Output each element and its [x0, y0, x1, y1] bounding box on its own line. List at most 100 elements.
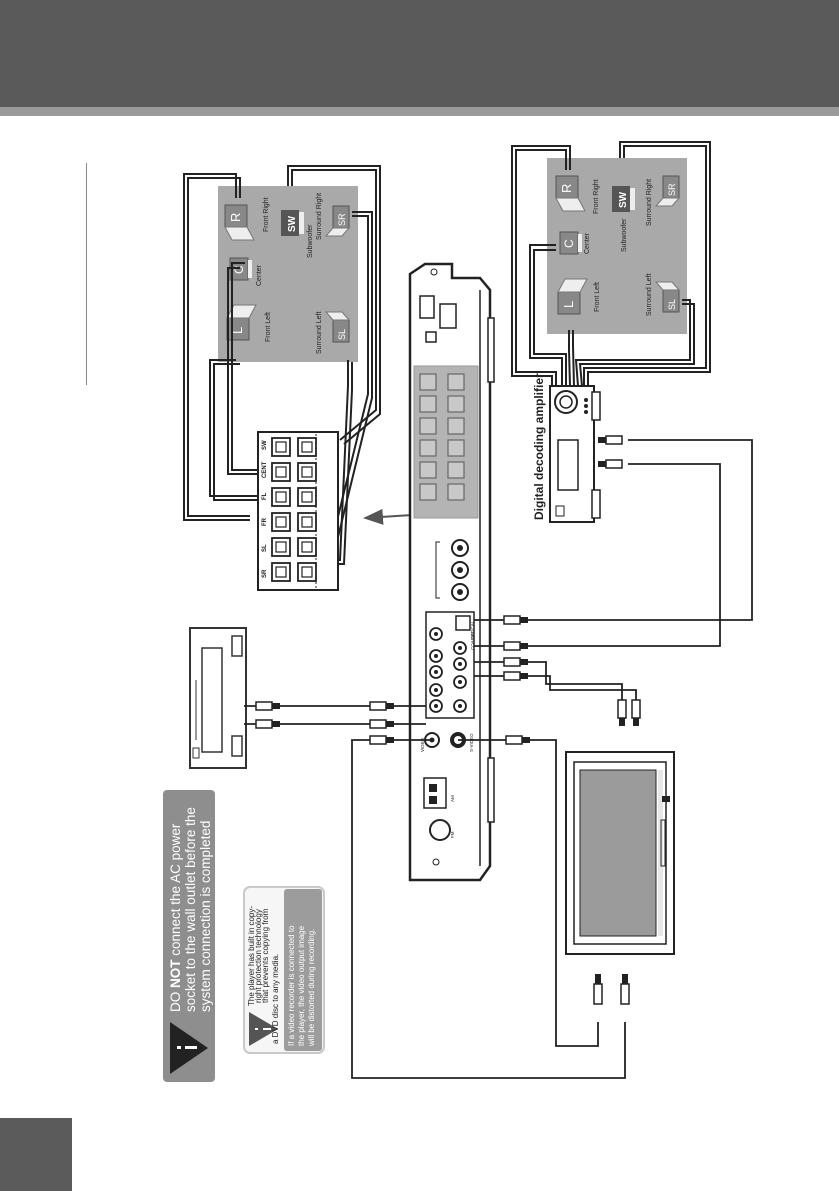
rca-plug	[617, 699, 627, 719]
svg-text:Subwoofer: Subwoofer	[621, 218, 628, 252]
rca-plug	[605, 435, 623, 445]
rca-jack-pin	[458, 646, 462, 650]
speaker-terminal-inner	[301, 441, 313, 453]
optical-label: OPTICAL	[470, 620, 475, 640]
rca-plug-tip	[272, 721, 280, 727]
svg-text:Front Left: Front Left	[594, 282, 601, 312]
rca-plug-tip	[633, 718, 639, 726]
player-speaker-terminal	[447, 417, 465, 435]
player-speaker-terminal	[419, 395, 437, 413]
fm-label: FM	[450, 831, 455, 838]
svg-text:C: C	[562, 239, 576, 248]
rca-jack-pin	[458, 662, 462, 666]
rca-plug	[503, 615, 521, 625]
rca-plug	[631, 699, 641, 719]
page-number-tab	[0, 1118, 72, 1191]
note-highlight-1: If a video recorder is connected to	[287, 925, 296, 1046]
code-sw: SW	[287, 215, 298, 232]
speaker-terminal-block: SW CENT FL FR SL SR	[257, 431, 339, 591]
rca-jack-pin	[434, 670, 438, 674]
rca-plug	[369, 735, 387, 745]
player-speaker-terminal	[447, 439, 465, 457]
rca-plug-tip	[520, 659, 528, 665]
speaker-layout-right: R Front Right C Center L Front Left SW S…	[547, 158, 687, 334]
rca-plug-tip	[386, 721, 394, 727]
svg-text:Front Right: Front Right	[593, 179, 600, 214]
label-front-left: Front Left	[265, 312, 272, 342]
rca-plug-tip	[386, 703, 394, 709]
code-sr: SR	[337, 213, 347, 226]
terminal-label-fr: FR	[262, 517, 268, 526]
player-speaker-terminal	[447, 483, 465, 501]
surround-left-speaker-r: SL Surround Left	[646, 274, 681, 316]
rca-jack-pin	[458, 704, 462, 708]
rca-plug	[505, 735, 523, 745]
player-speaker-terminal	[419, 417, 437, 435]
rca-plug	[503, 671, 521, 681]
rca-plug	[620, 983, 630, 1005]
caution-icon	[249, 1012, 278, 1046]
warning-line-1: DO NOT connect the AC power	[168, 823, 183, 1012]
speaker-terminal-inner	[301, 566, 313, 578]
am-label: AM	[450, 795, 455, 802]
label-center: Center	[256, 264, 263, 286]
note-highlight-2: the player, the video output image	[297, 925, 306, 1046]
terminal-label-cent: CENT	[262, 461, 268, 478]
player-speaker-terminal	[419, 439, 437, 457]
terminal-label-sl: SL	[262, 544, 268, 552]
player-speaker-terminal	[447, 395, 465, 413]
rca-plug-tip	[619, 718, 625, 726]
warning-box: DO NOT connect the AC power socket to th…	[163, 790, 215, 1082]
svg-text:R: R	[559, 184, 574, 193]
margin-rule	[86, 163, 87, 385]
amplifier-label: Digital decoding amplifier	[532, 373, 546, 520]
terminal-label-sr: SR	[262, 569, 268, 578]
front-left-speaker-r: L Front Left	[557, 278, 601, 315]
speaker-terminal-inner	[275, 466, 287, 478]
video-recorder	[189, 627, 247, 769]
rca-jack-pin	[458, 680, 462, 684]
rca-plug	[605, 459, 623, 469]
surround-right-speaker: SR Surround Right	[316, 193, 351, 240]
video-label: VIDEO	[420, 737, 425, 752]
rca-jack-pin	[434, 632, 438, 636]
speaker-terminal-inner	[301, 516, 313, 528]
speaker-terminal-inner	[301, 541, 313, 553]
label-surround-right: Surround Right	[316, 193, 323, 240]
rca-plug-tip	[522, 737, 530, 743]
rca-jack-pin	[434, 688, 438, 692]
svg-text:Center: Center	[584, 232, 591, 254]
rca-plug	[255, 719, 273, 729]
am-antenna-terminal	[423, 777, 447, 809]
front-right-speaker: R Front Right	[224, 197, 270, 241]
rca-plug-tip	[386, 737, 394, 743]
surround-right-speaker-r: SR Surround Right	[646, 175, 681, 226]
code-fl: L	[230, 327, 245, 334]
subwoofer-speaker: SW Subwoofer	[281, 210, 314, 258]
label-surround-left: Surround Left	[316, 312, 323, 354]
speaker-terminal-inner	[275, 441, 287, 453]
note-line-3: that prevents copying from	[261, 908, 270, 1003]
player-speaker-terminal	[447, 461, 465, 479]
warning-line-2: socket to the wall outlet before the	[183, 807, 198, 1012]
speaker-wires-right	[511, 141, 711, 387]
terminal-label-sw: SW	[262, 440, 268, 450]
svg-text:SW: SW	[618, 191, 629, 208]
rca-jack-pin	[434, 654, 438, 658]
terminal-label-fl: FL	[262, 492, 268, 500]
speaker-terminal-inner	[275, 516, 287, 528]
rca-plug-tip	[622, 974, 628, 984]
coaxial-label: COAXIAL	[470, 630, 475, 650]
speaker-layout-left: R Front Right C Center L Front Left SW S…	[218, 186, 358, 362]
subwoofer-speaker-r: SW Subwoofer	[612, 186, 635, 252]
code-sl: SL	[337, 329, 347, 340]
svg-text:SR: SR	[667, 183, 677, 196]
front-right-speaker-r: R Front Right	[555, 175, 600, 214]
rca-plug-tip	[520, 643, 528, 649]
speaker-terminal-inner	[275, 541, 287, 553]
svg-text:Surround Right: Surround Right	[646, 179, 653, 226]
note-line-1: The player has built in copy-	[247, 906, 256, 1006]
analog-out-jacks	[435, 539, 469, 601]
header-stripe	[0, 107, 839, 116]
